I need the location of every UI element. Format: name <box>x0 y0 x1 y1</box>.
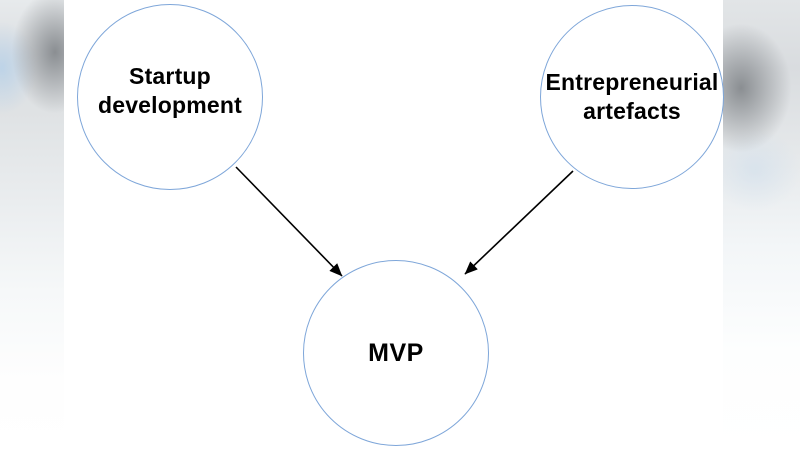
arrow-startup-to-mvp <box>235 166 343 277</box>
node-entrepreneurial-artefacts-label: Entrepreneurial artefacts <box>545 69 719 124</box>
node-mvp: MVP <box>303 260 489 446</box>
blurred-edge-left <box>0 0 64 450</box>
node-startup-development-label: Startup development <box>97 63 243 118</box>
arrow-artefacts-to-mvp <box>464 170 574 275</box>
node-mvp-label: MVP <box>368 338 424 367</box>
blurred-edge-right <box>723 0 800 450</box>
node-startup-development: Startup development <box>77 4 263 190</box>
node-entrepreneurial-artefacts: Entrepreneurial artefacts <box>540 5 724 189</box>
